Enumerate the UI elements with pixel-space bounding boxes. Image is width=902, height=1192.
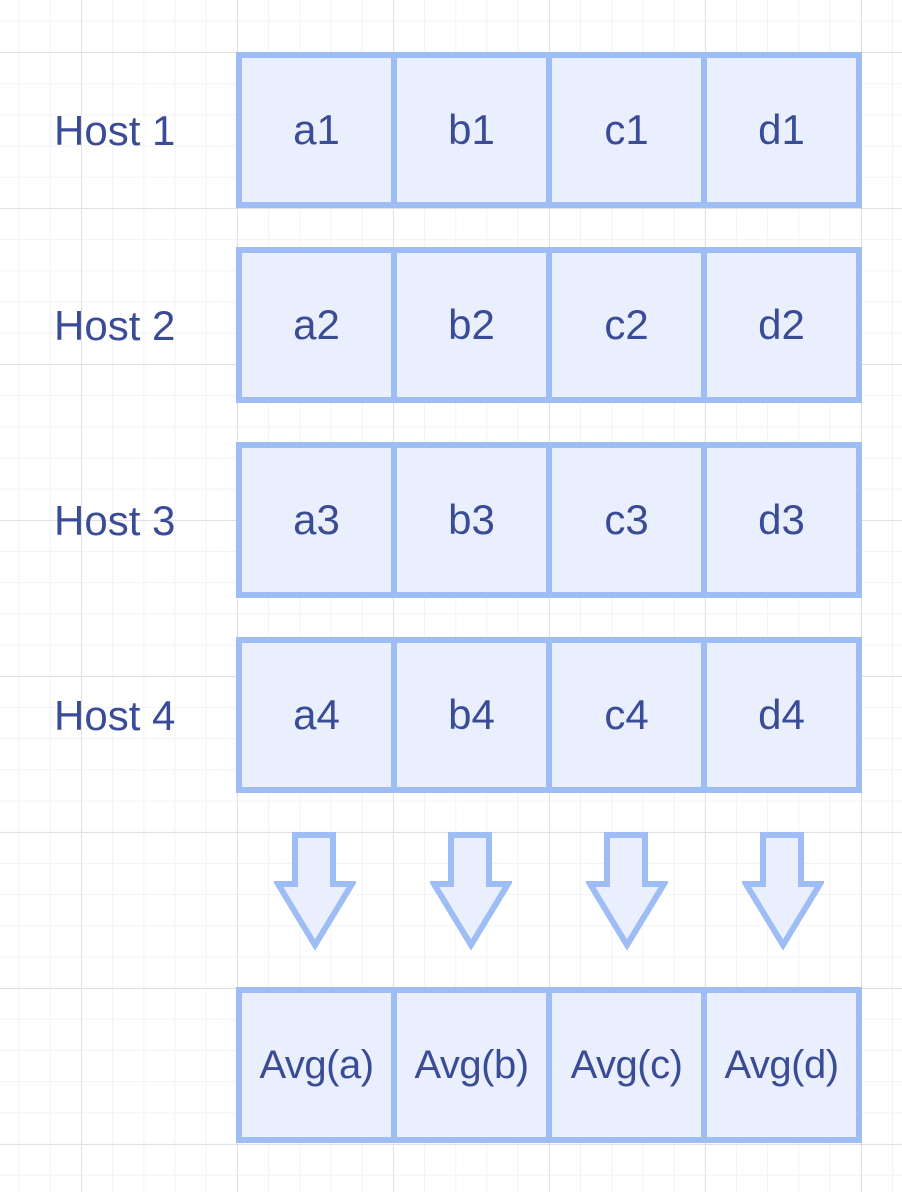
down-arrow-icon — [586, 832, 668, 950]
cell-a1: a1 — [236, 52, 397, 208]
cell-c4: c4 — [546, 637, 707, 793]
cell-a2: a2 — [236, 247, 397, 403]
host-3-label: Host 3 — [54, 497, 176, 544]
cell-a3: a3 — [236, 442, 397, 598]
cell-avg-a: Avg(a) — [236, 987, 397, 1143]
cell-b2: b2 — [391, 247, 552, 403]
down-arrow-icon — [430, 832, 512, 950]
cell-d1: d1 — [701, 52, 862, 208]
cell-avg-d: Avg(d) — [701, 987, 862, 1143]
cell-c1: c1 — [546, 52, 707, 208]
cell-d2: d2 — [701, 247, 862, 403]
host-4-row: a4 b4 c4 d4 — [236, 637, 862, 793]
cell-d4: d4 — [701, 637, 862, 793]
host-2-label: Host 2 — [54, 302, 176, 349]
cell-b1: b1 — [391, 52, 552, 208]
host-1-row: a1 b1 c1 d1 — [236, 52, 862, 208]
cell-b3: b3 — [391, 442, 552, 598]
down-arrow-icon — [274, 832, 356, 950]
down-arrow-icon — [742, 832, 824, 950]
host-1-label: Host 1 — [54, 107, 176, 154]
host-3-row: a3 b3 c3 d3 — [236, 442, 862, 598]
cell-d3: d3 — [701, 442, 862, 598]
host-2-row: a2 b2 c2 d2 — [236, 247, 862, 403]
cell-avg-c: Avg(c) — [546, 987, 707, 1143]
host-4-label: Host 4 — [54, 692, 176, 739]
cell-c3: c3 — [546, 442, 707, 598]
cell-c2: c2 — [546, 247, 707, 403]
cell-a4: a4 — [236, 637, 397, 793]
average-row: Avg(a) Avg(b) Avg(c) Avg(d) — [236, 987, 862, 1143]
cell-avg-b: Avg(b) — [391, 987, 552, 1143]
cell-b4: b4 — [391, 637, 552, 793]
